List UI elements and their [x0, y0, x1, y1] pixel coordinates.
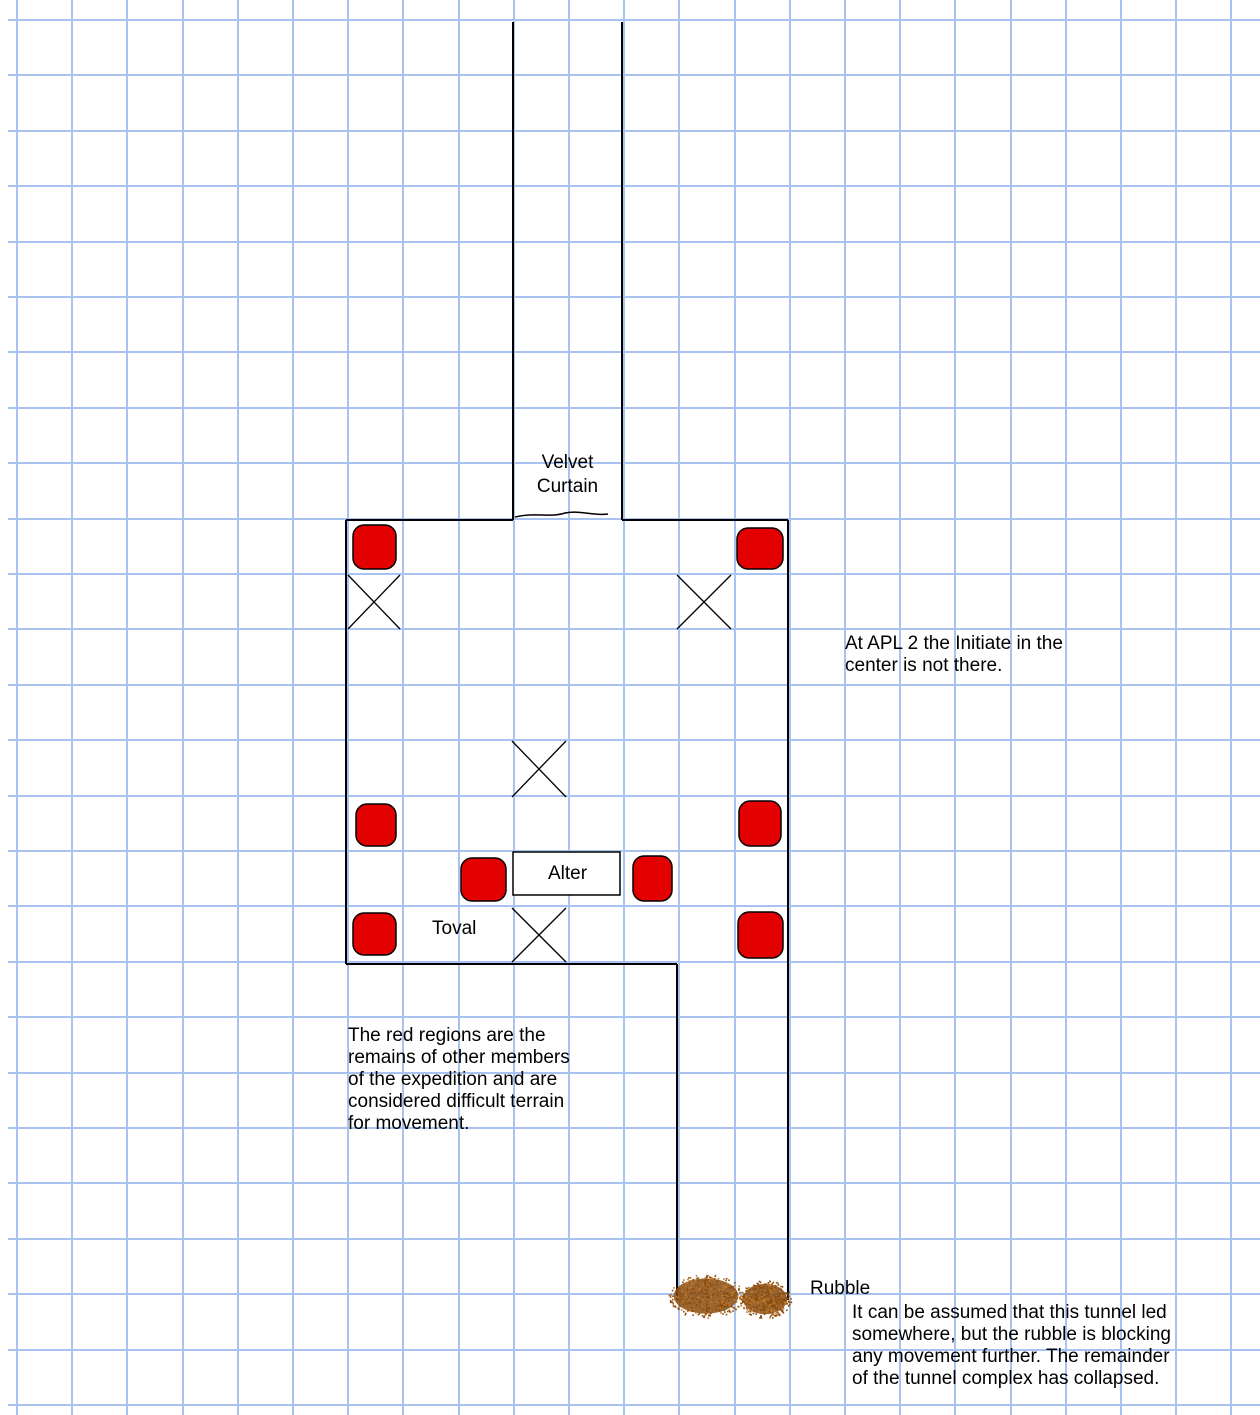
x-marker-icon	[676, 574, 732, 630]
room-walls	[345, 22, 789, 1300]
remains-markers	[352, 524, 784, 959]
remains-icon	[352, 524, 397, 570]
red-regions-note: The red regions are the remains of other…	[348, 1025, 570, 1134]
x-marker-icon	[511, 907, 567, 963]
remains-icon	[632, 855, 673, 902]
remains-icon	[355, 803, 397, 847]
altar-label: Alter	[548, 863, 588, 884]
tunnel-note: It can be assumed that this tunnel led s…	[852, 1302, 1171, 1389]
x-marker-icon	[511, 740, 567, 798]
remains-icon	[460, 857, 507, 902]
apl-note: At APL 2 the Initiate in the center is n…	[845, 633, 1063, 676]
x-marker-icon	[347, 574, 401, 630]
remains-icon	[738, 800, 782, 847]
remains-icon	[352, 912, 397, 956]
altar-box	[512, 851, 621, 896]
velvet-curtain-icon	[514, 511, 609, 518]
toval-label: Toval	[432, 918, 477, 939]
remains-icon	[736, 527, 784, 570]
rubble-label: Rubble	[810, 1278, 871, 1299]
remains-icon	[737, 911, 784, 959]
velvet-curtain-label: Velvet Curtain	[536, 452, 599, 497]
grid-lines	[8, 0, 1260, 1415]
enemy-markers	[347, 574, 732, 963]
rubble-icon	[668, 1274, 793, 1319]
